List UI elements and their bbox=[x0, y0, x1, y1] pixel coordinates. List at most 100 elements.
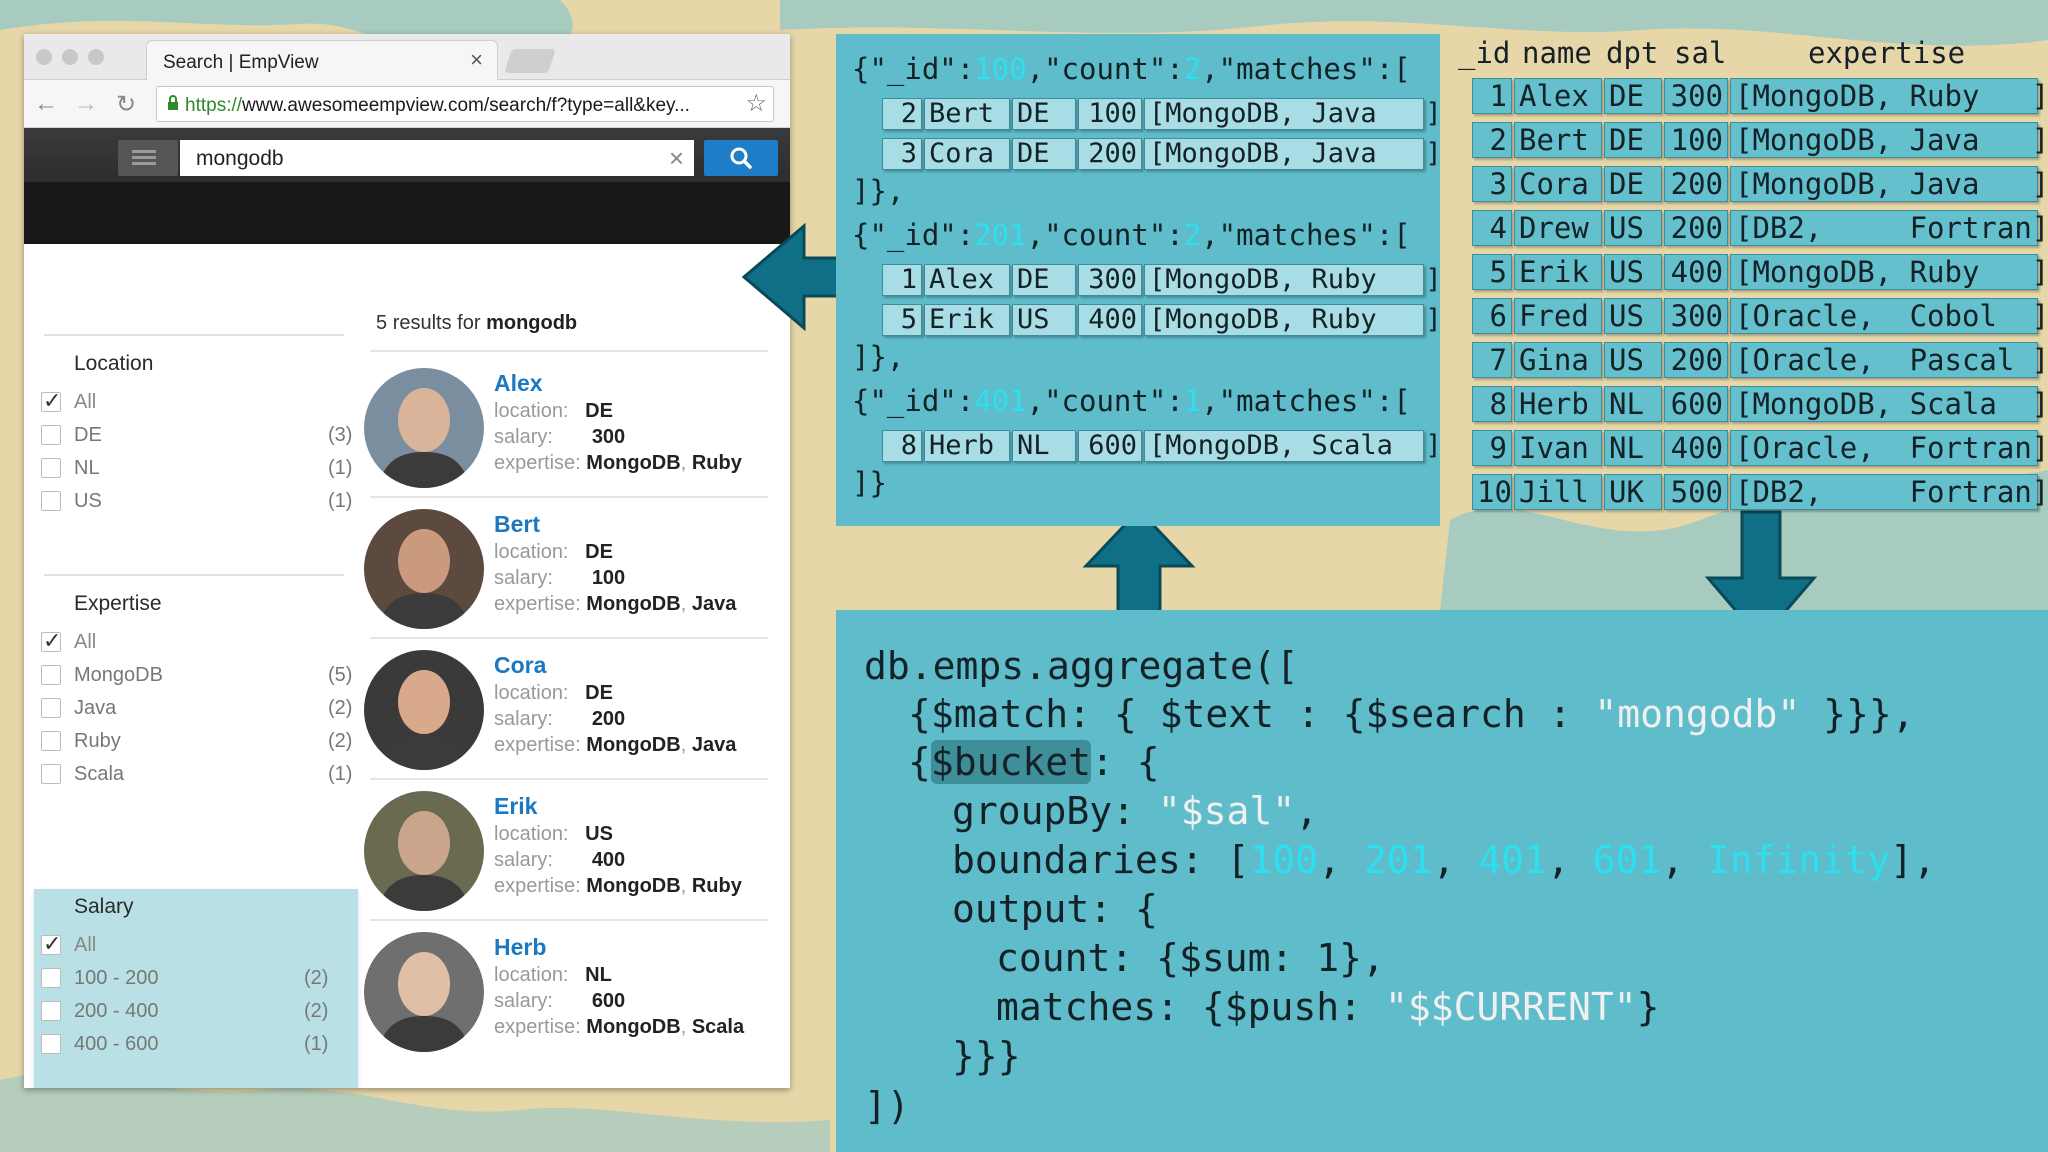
result-name-link[interactable]: Herb bbox=[494, 934, 547, 960]
table-cell: 6 bbox=[1472, 298, 1512, 334]
bookmark-star-icon[interactable]: ☆ bbox=[745, 90, 767, 117]
checkbox[interactable] bbox=[41, 1001, 61, 1021]
checkbox[interactable] bbox=[41, 764, 61, 784]
location-label: location: bbox=[494, 823, 569, 845]
clear-icon[interactable]: × bbox=[668, 143, 684, 173]
checkbox[interactable] bbox=[41, 968, 61, 988]
result-name-link[interactable]: Alex bbox=[494, 370, 543, 396]
aggregate-code-panel: db.emps.aggregate([ {$match: { $text : {… bbox=[836, 610, 2048, 1152]
result-name-link[interactable]: Cora bbox=[494, 652, 547, 678]
code-line: {$match: { $text : {$search : "mongodb" … bbox=[908, 692, 1915, 736]
table-cell: 400 bbox=[1664, 430, 1728, 466]
location-value: DE bbox=[585, 400, 613, 422]
checkbox[interactable] bbox=[41, 388, 61, 414]
checkbox[interactable] bbox=[41, 425, 61, 445]
code-line: }}} bbox=[952, 1034, 1021, 1078]
result-name-link[interactable]: Erik bbox=[494, 793, 538, 819]
json-token: ,"count": bbox=[1026, 52, 1184, 86]
facet-option-label: Java bbox=[74, 697, 117, 719]
facet-option[interactable]: 100 - 200(2) bbox=[34, 962, 358, 995]
result-expertise: expertise: MongoDB, Scala bbox=[494, 1016, 745, 1038]
salary-label: salary: bbox=[494, 849, 553, 871]
table-cell: [DB2, Fortran] bbox=[1730, 474, 2048, 510]
checkbox[interactable] bbox=[41, 698, 61, 718]
facet-option[interactable]: 400 - 600(1) bbox=[34, 1028, 358, 1061]
url-field[interactable]: https://www.awesomeempview.com/search/f?… bbox=[156, 86, 774, 122]
avatar bbox=[364, 368, 484, 488]
facet-count: (2) bbox=[304, 967, 329, 989]
new-tab-button[interactable] bbox=[504, 49, 556, 73]
json-cell: 200 bbox=[1078, 138, 1142, 170]
tab-close-icon[interactable]: × bbox=[470, 47, 483, 72]
search-button[interactable] bbox=[704, 140, 778, 176]
app-bar-lower bbox=[24, 182, 790, 244]
expertise-label: expertise: bbox=[494, 1016, 581, 1038]
salary-label: salary: bbox=[494, 426, 553, 448]
table-cell: 2 bbox=[1472, 122, 1512, 158]
facet-option[interactable]: All bbox=[34, 386, 368, 419]
facet-option[interactable]: 200 - 400(2) bbox=[34, 995, 358, 1028]
facet-option[interactable]: Ruby(2) bbox=[34, 725, 368, 758]
checkbox[interactable] bbox=[41, 491, 61, 511]
code-line: count: {$sum: 1}, bbox=[996, 936, 1385, 980]
menu-button[interactable] bbox=[118, 140, 178, 176]
json-cell: [MongoDB, Java ] bbox=[1144, 138, 1442, 170]
window-zoom-dot[interactable] bbox=[88, 49, 104, 65]
expertise-value: MongoDB bbox=[586, 593, 681, 615]
result-card[interactable]: Herb location: NL salary: 600 expertise: Mo… bbox=[364, 928, 784, 1068]
table-cell: [Oracle, Cobol ] bbox=[1730, 298, 2048, 334]
facet-sidebar: Location All DE(3) NL(1) US(1) Expertise… bbox=[34, 334, 368, 791]
code-line: groupBy: "$sal", bbox=[952, 789, 1319, 833]
back-arrow-icon[interactable]: ← bbox=[34, 90, 58, 117]
reload-icon[interactable]: ↻ bbox=[116, 91, 137, 118]
facet-option[interactable]: All bbox=[34, 929, 358, 962]
table-cell: 8 bbox=[1472, 386, 1512, 422]
checkbox[interactable] bbox=[41, 731, 61, 751]
facet-option[interactable]: MongoDB(5) bbox=[34, 659, 368, 692]
forward-arrow-icon[interactable]: → bbox=[74, 90, 98, 117]
result-location: location: NL bbox=[494, 964, 612, 987]
checkbox[interactable] bbox=[41, 931, 61, 957]
facet-option[interactable]: All bbox=[34, 626, 368, 659]
facet-option[interactable]: Java(2) bbox=[34, 692, 368, 725]
facet-count: (1) bbox=[328, 763, 353, 785]
search-input-value: mongodb bbox=[196, 147, 284, 170]
window-minimize-dot[interactable] bbox=[62, 49, 78, 65]
table-header: sal bbox=[1674, 36, 1727, 70]
checkbox[interactable] bbox=[41, 1034, 61, 1054]
facet-option[interactable]: Scala(1) bbox=[34, 758, 368, 791]
facet-title-salary: Salary bbox=[74, 895, 134, 918]
result-salary: salary: 100 bbox=[494, 567, 625, 590]
url-path: www.awesomeempview.com/search/f?type=all… bbox=[242, 95, 690, 116]
checkbox[interactable] bbox=[41, 458, 61, 478]
facet-option[interactable]: US(1) bbox=[34, 485, 368, 518]
json-cell: 2 bbox=[882, 98, 922, 130]
facet-option[interactable]: NL(1) bbox=[34, 452, 368, 485]
table-cell: [MongoDB, Java ] bbox=[1730, 122, 2048, 158]
result-salary: salary: 600 bbox=[494, 990, 625, 1013]
result-expertise: expertise: MongoDB, Java bbox=[494, 593, 737, 615]
results-heading: 5 results for mongodb bbox=[376, 312, 578, 334]
table-cell: Cora bbox=[1514, 166, 1602, 202]
result-name-link[interactable]: Bert bbox=[494, 511, 541, 537]
result-divider bbox=[370, 919, 768, 921]
facet-option-label: 400 - 600 bbox=[74, 1033, 159, 1055]
window-close-dot[interactable] bbox=[36, 49, 52, 65]
search-input[interactable]: mongodb × bbox=[180, 140, 694, 176]
facet-option[interactable]: DE(3) bbox=[34, 419, 368, 452]
checkbox[interactable] bbox=[41, 665, 61, 685]
salary-label: salary: bbox=[494, 708, 553, 730]
facet-option-label: All bbox=[74, 934, 97, 956]
table-cell: Drew bbox=[1514, 210, 1602, 246]
browser-tab[interactable]: Search | EmpView × bbox=[146, 40, 498, 81]
bucket-highlight: $bucket bbox=[930, 740, 1092, 784]
checkbox[interactable] bbox=[41, 628, 61, 654]
arrow-down-icon bbox=[1704, 510, 1818, 643]
facet-option-label: DE bbox=[74, 424, 102, 446]
table-cell: US bbox=[1604, 298, 1662, 334]
json-bucket-id: 201 bbox=[974, 218, 1027, 252]
